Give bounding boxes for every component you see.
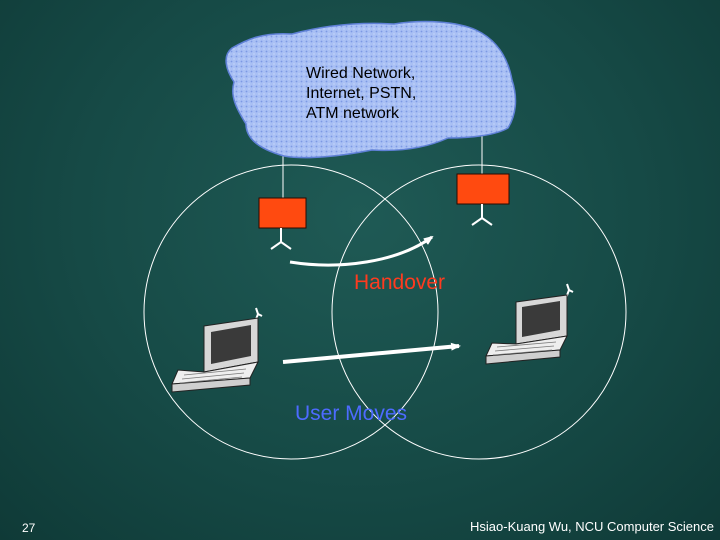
base-station-right-icon [456,173,510,226]
cloud-label-line-3: ATM network [306,105,400,122]
footer-credit: Hsiao-Kuang Wu, NCU Computer Science [470,519,714,534]
handover-arrow [289,235,434,267]
base-station-left-icon [258,197,307,250]
handover-label: Handover [354,271,446,294]
coverage-cell-left [143,164,439,460]
laptop-left-icon [171,307,263,393]
wired-network-cloud-icon [225,20,517,159]
user-moves-arrow [282,342,461,364]
cloud-label-line-2: Internet, PSTN, [306,85,417,102]
user-moves-label: User Moves [295,402,408,425]
laptop-right-icon [485,283,574,365]
cloud-label-line-1: Wired Network, [306,65,416,82]
coverage-cell-right [331,164,627,460]
cloud-label: Wired Network, Internet, PSTN, ATM netwo… [306,64,486,124]
page-number: 27 [22,521,36,535]
